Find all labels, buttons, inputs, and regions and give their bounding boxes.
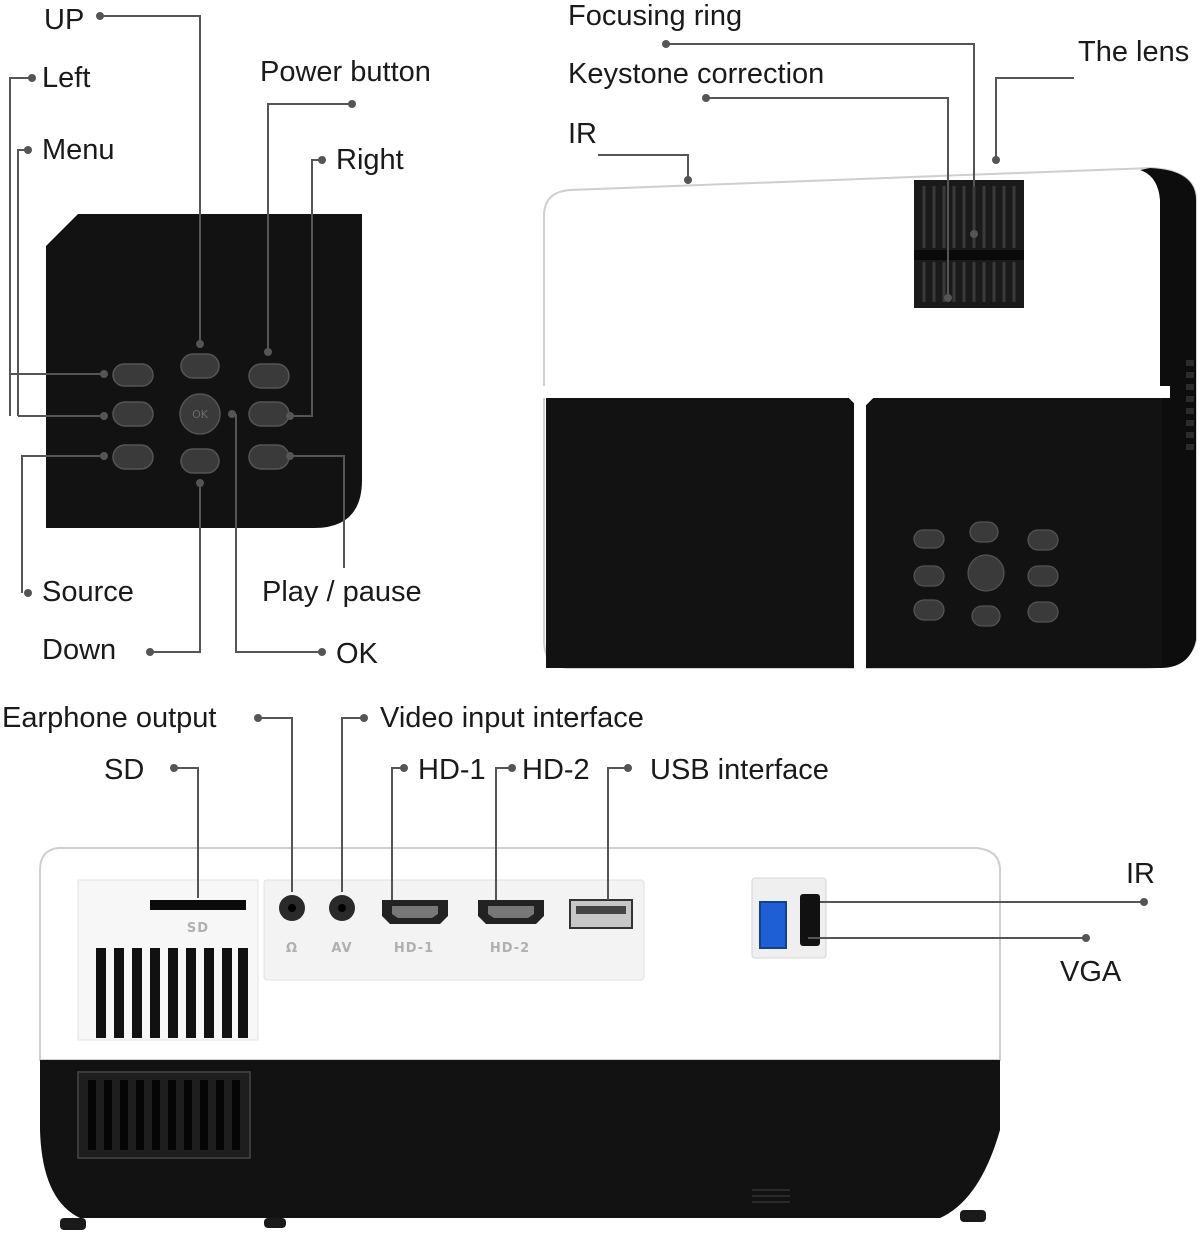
label-earphone-output: Earphone output	[2, 702, 217, 734]
right-key	[248, 401, 290, 427]
label-video-input-interface: Video input interface	[380, 702, 644, 734]
label-source: Source	[42, 576, 134, 608]
side-vent	[1186, 360, 1194, 450]
label-sd: SD	[104, 754, 145, 786]
label-ir-top: IR	[568, 118, 597, 150]
top-keypad	[913, 521, 1059, 627]
label-left: Left	[42, 62, 91, 94]
label-usb-interface: USB interface	[650, 754, 829, 786]
ok-key	[179, 393, 221, 435]
rear-leader-lines	[174, 717, 1144, 939]
top-leader-lines	[598, 43, 1074, 298]
control-panel-closeup: OK	[9, 12, 362, 656]
panel-leader-dots	[24, 12, 356, 656]
label-menu: Menu	[42, 134, 115, 166]
top-black-panel-right	[866, 398, 1162, 668]
label-power-button: Power button	[260, 56, 431, 88]
label-the-lens: The lens	[1078, 36, 1190, 68]
label-play-pause: Play / pause	[262, 576, 422, 608]
label-hd2: HD-2	[522, 754, 590, 786]
label-keystone-correction: Keystone correction	[568, 58, 825, 90]
rear-vents-top	[96, 948, 248, 1038]
rear-vents-bottom	[88, 1080, 240, 1150]
projector-rear-view: SD Ω AV HD-1 HD-2	[39, 714, 1148, 1230]
label-right: Right	[336, 144, 404, 176]
label-ok: OK	[336, 638, 378, 670]
top-black-panel-left	[546, 398, 858, 668]
play-pause-key	[248, 444, 290, 470]
up-key	[180, 353, 220, 379]
sd-port-marking: SD	[187, 921, 209, 936]
source-key	[112, 444, 154, 470]
control-keys	[112, 353, 290, 474]
label-vga: VGA	[1060, 956, 1122, 988]
panel-leader-lines	[9, 15, 352, 653]
left-key	[112, 401, 154, 427]
projector-top-view	[540, 40, 1197, 670]
hd1-port-marking: HD-1	[394, 941, 434, 956]
power-key	[248, 363, 290, 389]
lens-housing	[914, 180, 1024, 308]
down-key	[180, 448, 220, 474]
label-ir-side: IR	[1126, 858, 1155, 890]
ir-window	[800, 894, 820, 946]
label-focusing-ring: Focusing ring	[568, 0, 743, 32]
menu-key	[112, 363, 154, 387]
headphone-port-marking: Ω	[286, 941, 298, 956]
sd-slot	[150, 900, 246, 910]
vga-port	[759, 901, 787, 949]
label-down: Down	[42, 634, 117, 666]
ok-key-marking: OK	[192, 408, 209, 421]
label-hd1: HD-1	[418, 754, 486, 786]
label-up: UP	[44, 4, 85, 36]
av-port-marking: AV	[331, 941, 352, 956]
hd2-port-marking: HD-2	[490, 941, 530, 956]
